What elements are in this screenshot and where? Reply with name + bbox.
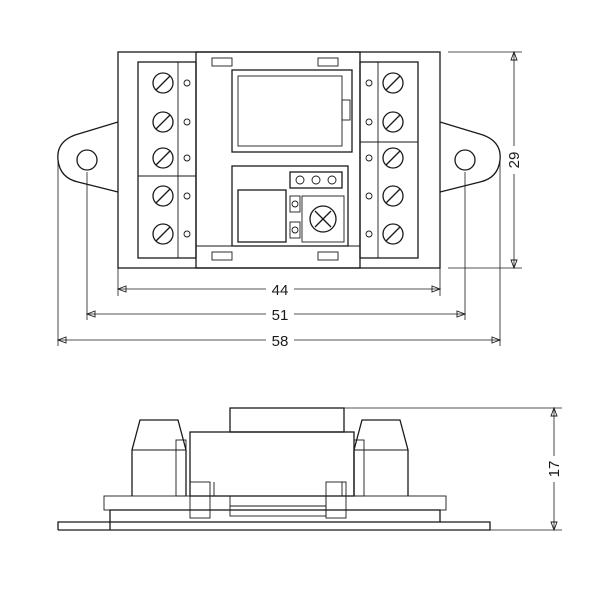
center-housing xyxy=(195,51,361,269)
left-terminal-block xyxy=(137,61,197,259)
dimension-label-58: 58 xyxy=(272,333,289,350)
right-screw-3 xyxy=(365,147,404,169)
left-mounting-hole xyxy=(76,149,98,171)
side-left-terminal xyxy=(131,419,187,497)
right-screw-1 xyxy=(365,72,404,94)
dimension-44: 44 xyxy=(116,268,442,299)
relay xyxy=(231,69,353,153)
dimension-29: 29 xyxy=(448,50,523,270)
right-screw-2 xyxy=(365,111,404,133)
dimension-label-44: 44 xyxy=(272,282,289,299)
right-screw-4 xyxy=(365,185,404,207)
dimension-label-29: 29 xyxy=(506,152,523,169)
mounting-flange xyxy=(57,121,501,193)
left-screw-1 xyxy=(152,72,191,94)
left-screw-4 xyxy=(152,185,191,207)
side-relay-top xyxy=(229,407,345,433)
dimension-label-17: 17 xyxy=(546,461,563,478)
right-screw-5 xyxy=(365,223,404,245)
left-screw-5 xyxy=(152,223,191,245)
led-1-icon xyxy=(295,175,305,185)
potentiometer-icon xyxy=(309,205,337,233)
dimension-51: 51 xyxy=(85,172,467,324)
led-3-icon xyxy=(327,175,337,185)
dimension-58: 58 xyxy=(56,160,502,350)
right-mounting-hole xyxy=(454,149,476,171)
right-terminal-block xyxy=(359,61,419,259)
side-view xyxy=(57,407,491,531)
top-view xyxy=(57,51,501,269)
capacitor xyxy=(237,189,287,243)
left-screw-3 xyxy=(152,147,191,169)
left-screw-2 xyxy=(152,111,191,133)
control-module xyxy=(231,165,349,247)
side-center-body xyxy=(189,407,355,519)
side-right-terminal xyxy=(353,419,409,497)
side-mounting-plate xyxy=(57,521,491,531)
led-2-icon xyxy=(311,175,321,185)
indicator-strip xyxy=(289,171,343,189)
dimension-17: 17 xyxy=(344,406,563,532)
dimension-label-51: 51 xyxy=(272,307,289,324)
